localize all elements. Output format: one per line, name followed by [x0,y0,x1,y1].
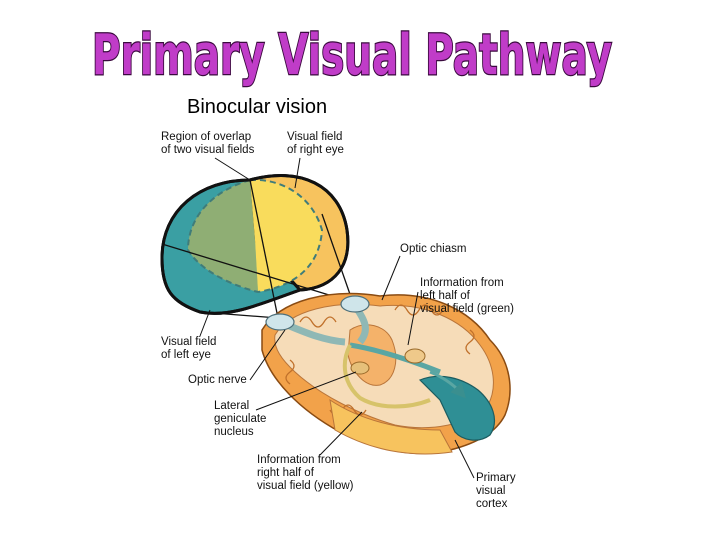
label-lgn: Lateral geniculate nucleus [214,400,267,438]
label-cortex: Primary visual cortex [476,472,516,510]
visual-field-outline [160,174,350,315]
label-overlap: Region of overlap of two visual fields [161,131,255,156]
overlap-boundary-right [249,178,324,293]
overlap-boundary-left [186,179,259,293]
left-eye [265,313,295,331]
right-eye [340,295,370,313]
optic-chiasm-node [404,348,426,364]
label-optic-nerve: Optic nerve [188,374,247,386]
overlap-yellow-region [250,179,322,292]
lateral-geniculate-nucleus [350,361,370,375]
yellow-pathway-region [329,398,453,455]
label-optic-chiasm: Optic chiasm [400,243,467,255]
label-info-left: Information from left half of visual fie… [420,277,514,315]
label-left-field: Visual field of left eye [161,336,217,361]
subtitle: Binocular vision [187,96,328,118]
sight-lines [161,179,353,319]
label-right-field: Visual field of right eye [287,131,344,156]
label-info-right: Information from right half of visual fi… [257,454,354,492]
primary-visual-cortex-region [418,375,495,441]
overlap-green-region [188,180,258,292]
brain-gyri [285,304,475,416]
leader-lines [199,157,475,479]
title-graphic: Primary Visual Pathway [91,22,614,90]
page-title: Primary Visual Pathway [92,23,612,88]
